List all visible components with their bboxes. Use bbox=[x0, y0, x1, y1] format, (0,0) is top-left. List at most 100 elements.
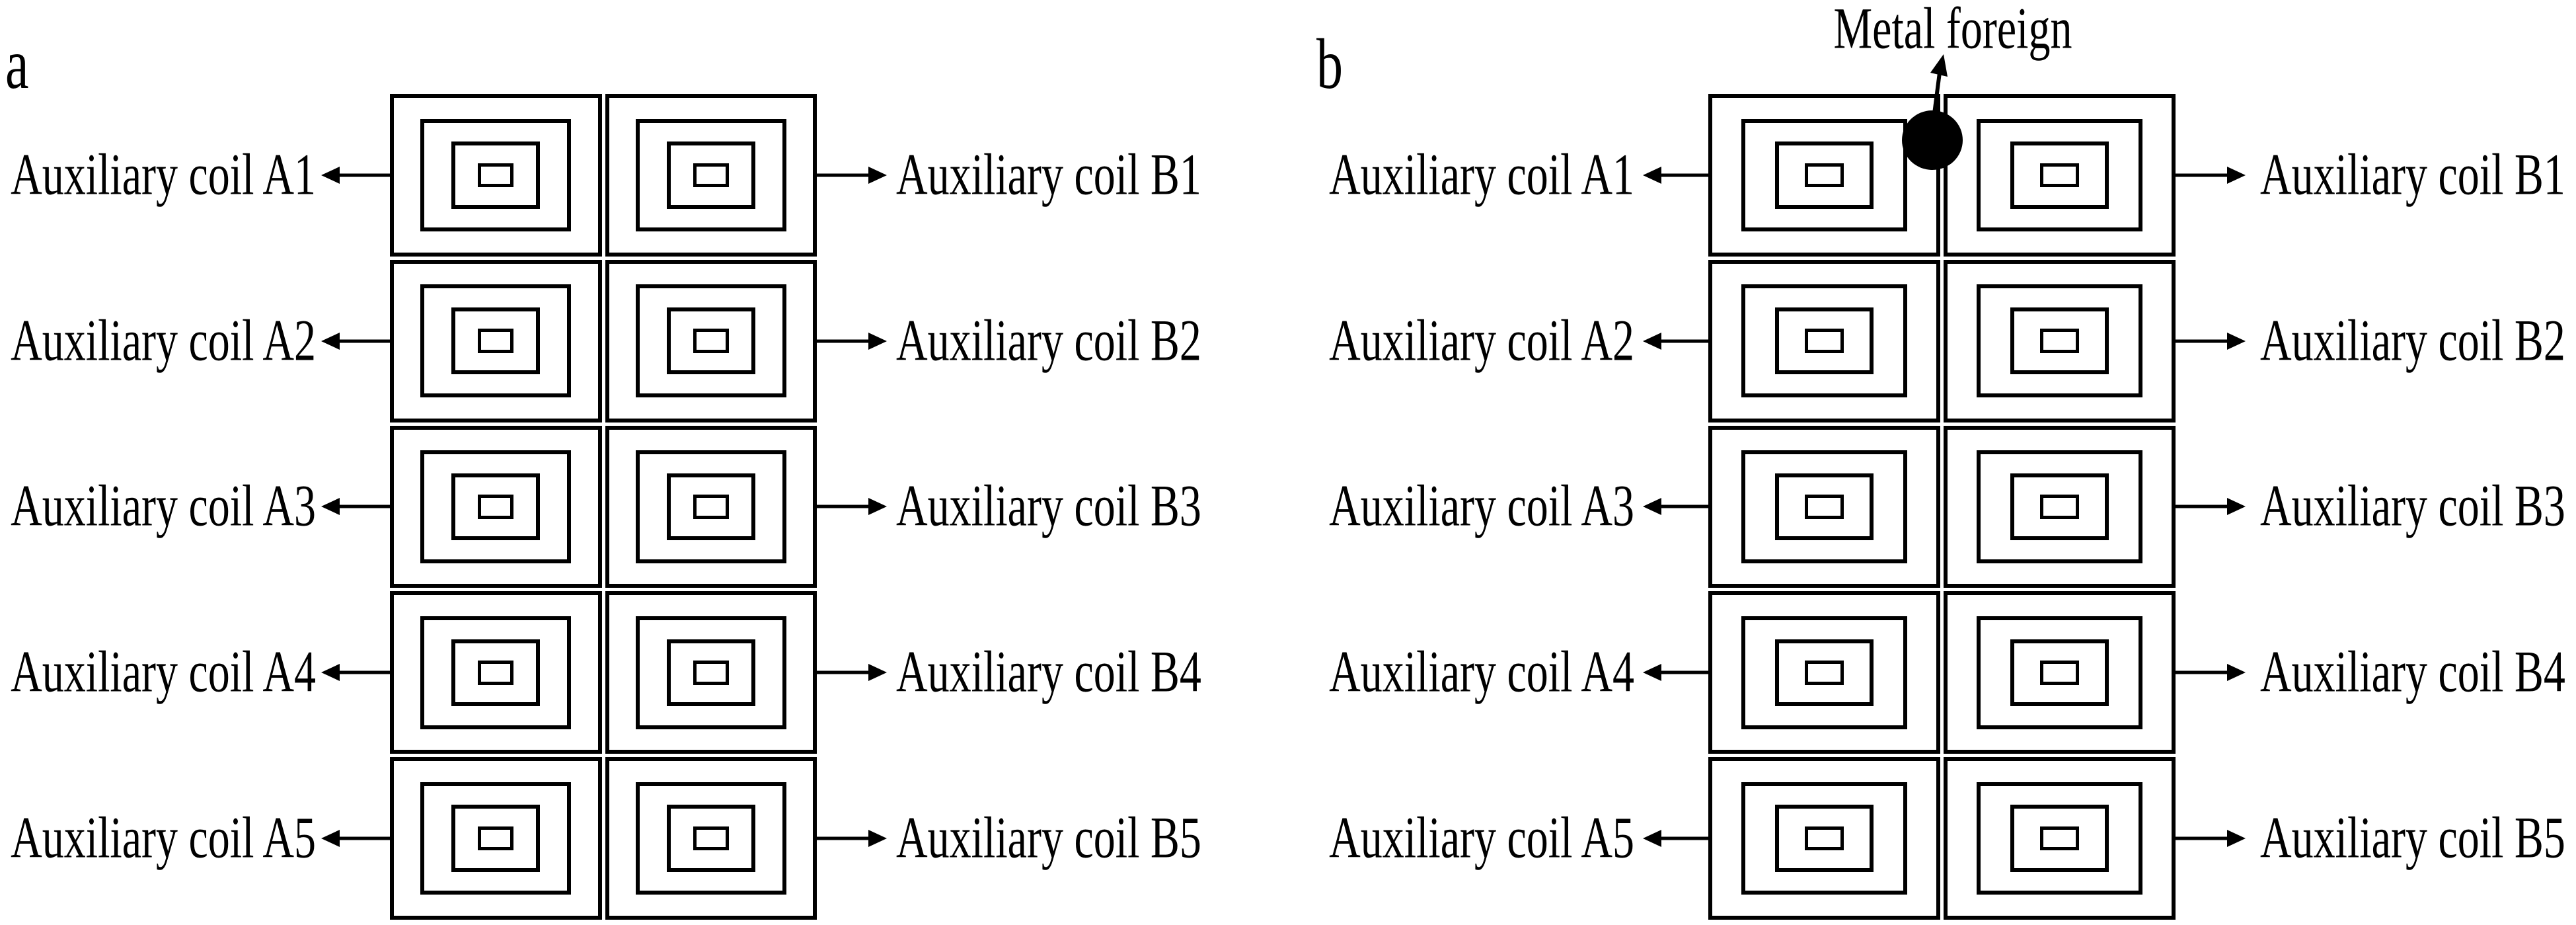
coil-cell bbox=[605, 94, 817, 257]
coil-turn-1 bbox=[635, 782, 786, 895]
a-right-arrow-head-row3 bbox=[868, 498, 887, 515]
b-right-arrow-head-row4 bbox=[2227, 664, 2246, 681]
a-left-arrow-head-row1 bbox=[321, 167, 340, 184]
label-b-left-4: Auxiliary coil A4 bbox=[1329, 639, 1634, 705]
coil-turn-3 bbox=[1804, 329, 1844, 354]
coil-turn-3 bbox=[2039, 163, 2080, 188]
coil-cell bbox=[605, 757, 817, 920]
a-right-arrow-head-row2 bbox=[868, 333, 887, 350]
label-a-left-3: Auxiliary coil A3 bbox=[11, 473, 316, 539]
a-right-arrow-head-row5 bbox=[868, 830, 887, 847]
a-right-arrow-head-row1 bbox=[868, 167, 887, 184]
coil-turn-2 bbox=[1775, 639, 1874, 707]
b-left-arrow-head-row2 bbox=[1643, 333, 1661, 350]
coil-cell bbox=[605, 259, 817, 422]
coil-turn-2 bbox=[2010, 307, 2109, 375]
coil-turn-1 bbox=[1977, 450, 2142, 563]
coil-turn-2 bbox=[451, 805, 541, 872]
coil-cell bbox=[390, 94, 602, 257]
a-left-arrow-head-row2 bbox=[321, 333, 340, 350]
coil-turn-2 bbox=[2010, 639, 2109, 707]
coil-turn-1 bbox=[1977, 616, 2142, 729]
coil-cell bbox=[390, 259, 602, 422]
label-b-left-1: Auxiliary coil A1 bbox=[1329, 142, 1634, 208]
label-b-left-3: Auxiliary coil A3 bbox=[1329, 473, 1634, 539]
label-a-right-2: Auxiliary coil B2 bbox=[896, 308, 1201, 374]
coil-turn-1 bbox=[1977, 782, 2142, 895]
coil-turn-1 bbox=[1741, 284, 1907, 398]
coil-cell bbox=[390, 425, 602, 588]
coil-turn-3 bbox=[693, 329, 729, 354]
coil-turn-2 bbox=[2010, 473, 2109, 541]
label-a-right-4: Auxiliary coil B4 bbox=[896, 639, 1201, 705]
coil-turn-3 bbox=[2039, 329, 2080, 354]
coil-turn-1 bbox=[1977, 284, 2142, 398]
metal-foreign-label: Metal foreign bbox=[1833, 0, 2072, 61]
coil-turn-2 bbox=[2010, 141, 2109, 209]
coil-turn-2 bbox=[1775, 141, 1874, 209]
coil-turn-3 bbox=[1804, 660, 1844, 685]
coil-grid-a bbox=[390, 94, 817, 920]
coil-turn-2 bbox=[451, 639, 541, 707]
coil-cell bbox=[390, 757, 602, 920]
coil-turn-3 bbox=[693, 495, 729, 519]
label-b-right-2: Auxiliary coil B2 bbox=[2260, 308, 2565, 374]
label-b-right-1: Auxiliary coil B1 bbox=[2260, 142, 2565, 208]
label-a-left-2: Auxiliary coil A2 bbox=[11, 308, 316, 374]
coil-turn-3 bbox=[2039, 495, 2080, 519]
coil-cell bbox=[605, 591, 817, 754]
a-right-arrow-head-row4 bbox=[868, 664, 887, 681]
coil-cell bbox=[1944, 94, 2176, 257]
coil-turn-1 bbox=[1741, 450, 1907, 563]
coil-turn-3 bbox=[478, 495, 514, 519]
label-a-right-3: Auxiliary coil B3 bbox=[896, 473, 1201, 539]
coil-turn-3 bbox=[478, 329, 514, 354]
coil-turn-2 bbox=[1775, 805, 1874, 872]
coil-turn-3 bbox=[693, 826, 729, 851]
b-right-arrow-head-row5 bbox=[2227, 830, 2246, 847]
coil-turn-1 bbox=[420, 118, 572, 232]
label-a-right-1: Auxiliary coil B1 bbox=[896, 142, 1201, 208]
label-a-left-5: Auxiliary coil A5 bbox=[11, 805, 316, 871]
coil-turn-2 bbox=[2010, 805, 2109, 872]
coil-cell bbox=[390, 591, 602, 754]
coil-cell bbox=[1944, 425, 2176, 588]
coil-turn-3 bbox=[478, 826, 514, 851]
coil-cell bbox=[1708, 94, 1940, 257]
label-b-right-4: Auxiliary coil B4 bbox=[2260, 639, 2565, 705]
coil-turn-1 bbox=[420, 450, 572, 563]
coil-turn-3 bbox=[478, 660, 514, 685]
label-a-left-1: Auxiliary coil A1 bbox=[11, 142, 316, 208]
b-right-arrow-head-row3 bbox=[2227, 498, 2246, 515]
label-b-left-5: Auxiliary coil A5 bbox=[1329, 805, 1634, 871]
coil-turn-1 bbox=[420, 284, 572, 398]
coil-turn-3 bbox=[1804, 826, 1844, 851]
label-b-right-3: Auxiliary coil B3 bbox=[2260, 473, 2565, 539]
coil-cell bbox=[1708, 757, 1940, 920]
coil-cell bbox=[1708, 259, 1940, 422]
coil-turn-2 bbox=[666, 805, 755, 872]
coil-cell bbox=[605, 425, 817, 588]
coil-turn-2 bbox=[666, 307, 755, 375]
coil-cell bbox=[1708, 591, 1940, 754]
coil-turn-3 bbox=[2039, 660, 2080, 685]
coil-turn-1 bbox=[635, 616, 786, 729]
b-left-arrow-head-row5 bbox=[1643, 830, 1661, 847]
b-left-arrow-head-row1 bbox=[1643, 167, 1661, 184]
coil-turn-1 bbox=[635, 284, 786, 398]
panel-b-letter: b bbox=[1316, 25, 1343, 104]
coil-turn-3 bbox=[693, 660, 729, 685]
coil-turn-3 bbox=[693, 163, 729, 188]
a-left-arrow-head-row5 bbox=[321, 830, 340, 847]
coil-turn-3 bbox=[2039, 826, 2080, 851]
coil-grid-b bbox=[1708, 94, 2176, 920]
coil-turn-2 bbox=[666, 473, 755, 541]
coil-turn-2 bbox=[1775, 473, 1874, 541]
b-right-arrow-head-row2 bbox=[2227, 333, 2246, 350]
coil-turn-2 bbox=[451, 307, 541, 375]
coil-turn-3 bbox=[1804, 163, 1844, 188]
coil-turn-2 bbox=[451, 473, 541, 541]
label-a-left-4: Auxiliary coil A4 bbox=[11, 639, 316, 705]
b-left-arrow-head-row4 bbox=[1643, 664, 1661, 681]
coil-turn-3 bbox=[478, 163, 514, 188]
